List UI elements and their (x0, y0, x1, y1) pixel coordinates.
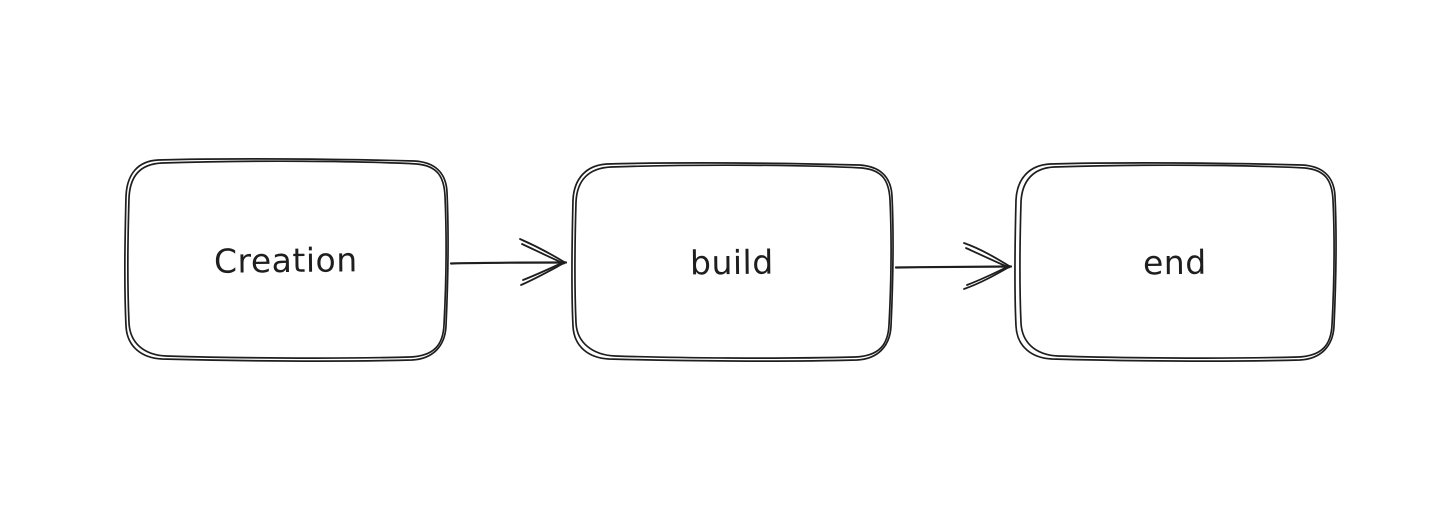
node-shape (1013, 162, 1337, 362)
arrow-build-to-end[interactable] (893, 236, 1015, 298)
node-label: end (1142, 242, 1208, 282)
arrow-creation-to-build[interactable] (448, 232, 570, 294)
node-end[interactable]: end (1012, 160, 1338, 364)
node-build[interactable]: build (569, 160, 895, 364)
node-label: Creation (213, 239, 359, 281)
node-label: build (689, 242, 775, 282)
node-shape (123, 158, 449, 362)
node-shape (570, 162, 894, 362)
node-creation[interactable]: Creation (122, 156, 450, 364)
